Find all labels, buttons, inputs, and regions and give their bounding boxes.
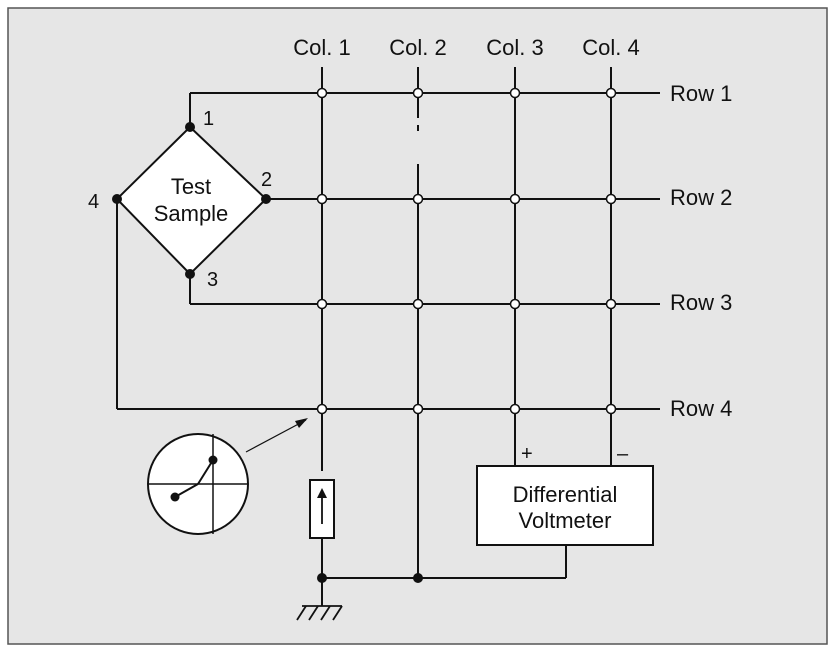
inset-switch-blade [197, 459, 214, 485]
test-sample-label-line1: Test [171, 174, 211, 199]
voltmeter-minus-label: – [617, 443, 629, 465]
column-label-2: Col. 2 [389, 35, 446, 60]
inset-switch-dot-left [170, 492, 180, 502]
terminal-label-4: 4 [88, 191, 99, 213]
crosspoint-node-r3-c1 [316, 298, 328, 310]
column-label-3: Col. 3 [486, 35, 543, 60]
crosspoint-node-r4-c2 [412, 403, 424, 415]
crosspoint-node-r3-c2 [412, 298, 424, 310]
junction-dot-col1 [317, 573, 327, 583]
current-source-arrow-icon [317, 488, 327, 498]
crosspoint-node-r1-c3 [509, 87, 521, 99]
terminal-4-dot [112, 194, 122, 204]
crosspoint-node-r3-c4 [605, 298, 617, 310]
crosspoint-node-r2-c3 [509, 193, 521, 205]
voltmeter-label-line2: Voltmeter [519, 508, 612, 533]
crosspoint-node-r2-c4 [605, 193, 617, 205]
crosspoint-node-r1-c1 [316, 87, 328, 99]
terminal-2-dot [261, 194, 271, 204]
test-sample-label-line2: Sample [154, 201, 229, 226]
terminal-1-dot [185, 122, 195, 132]
voltmeter-box [476, 465, 654, 546]
crosspoint-grid [316, 87, 617, 415]
row-label-1: Row 1 [670, 81, 732, 106]
column-label-4: Col. 4 [582, 35, 639, 60]
pointer-line [245, 419, 307, 453]
terminal-label-2: 2 [261, 169, 272, 191]
terminal-3-dot [185, 269, 195, 279]
crosspoint-node-r4-c3 [509, 403, 521, 415]
current-source [309, 479, 335, 539]
junction-dot-col2 [413, 573, 423, 583]
column-label-1: Col. 1 [293, 35, 350, 60]
crosspoint-node-r1-c4 [605, 87, 617, 99]
crosspoint-node-r2-c2 [412, 193, 424, 205]
terminal-label-3: 3 [207, 269, 218, 291]
pointer-arrowhead [295, 418, 308, 428]
inset-switch-dot-right [208, 455, 218, 465]
ground-icon [296, 605, 343, 621]
voltmeter-label-line1: Differential [513, 482, 618, 507]
crosspoint-switch-inset [147, 433, 249, 535]
crosspoint-node-r4-c1 [316, 403, 328, 415]
crosspoint-node-r3-c3 [509, 298, 521, 310]
row-label-3: Row 3 [670, 290, 732, 315]
row-label-2: Row 2 [670, 185, 732, 210]
row-label-4: Row 4 [670, 396, 732, 421]
voltmeter-plus-label: + [521, 443, 533, 465]
terminal-label-1: 1 [203, 108, 214, 130]
crosspoint-node-r2-c1 [316, 193, 328, 205]
crosspoint-node-r1-c2 [412, 87, 424, 99]
crosspoint-node-r4-c4 [605, 403, 617, 415]
